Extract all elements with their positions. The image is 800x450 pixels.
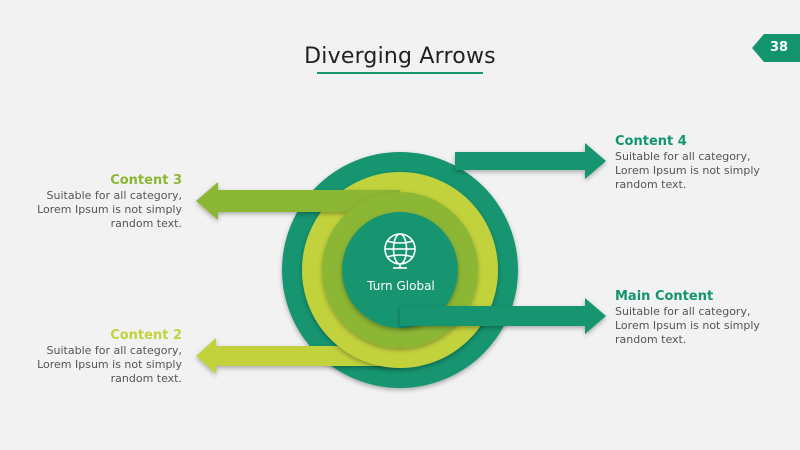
main-content-text: Suitable for all category, Lorem Ipsum i…	[615, 305, 760, 346]
content-3-block: Content 3 Suitable for all category, Lor…	[12, 174, 182, 231]
main-content-heading: Main Content	[615, 289, 714, 304]
center-circle	[342, 212, 458, 328]
arrow-main-content	[400, 298, 606, 334]
globe-icon	[384, 233, 416, 269]
center-label: Turn Global	[367, 279, 435, 293]
content-4-heading: Content 4	[615, 134, 687, 149]
content-4-block: Content 4 Suitable for all category, Lor…	[615, 135, 785, 192]
title-underline	[317, 72, 483, 74]
arrow-content-4	[455, 143, 606, 179]
content-2-block: Content 2 Suitable for all category, Lor…	[12, 329, 182, 386]
content-4-text: Suitable for all category, Lorem Ipsum i…	[615, 150, 760, 191]
content-2-text: Suitable for all category, Lorem Ipsum i…	[37, 344, 182, 385]
slide-title: Diverging Arrows	[304, 44, 496, 69]
main-content-block: Main Content Suitable for all category, …	[615, 290, 785, 347]
content-3-text: Suitable for all category, Lorem Ipsum i…	[37, 189, 182, 230]
page-number-badge: 38	[752, 34, 800, 62]
content-2-heading: Content 2	[110, 328, 182, 343]
content-3-heading: Content 3	[110, 173, 182, 188]
arrow-content-3	[196, 182, 400, 220]
